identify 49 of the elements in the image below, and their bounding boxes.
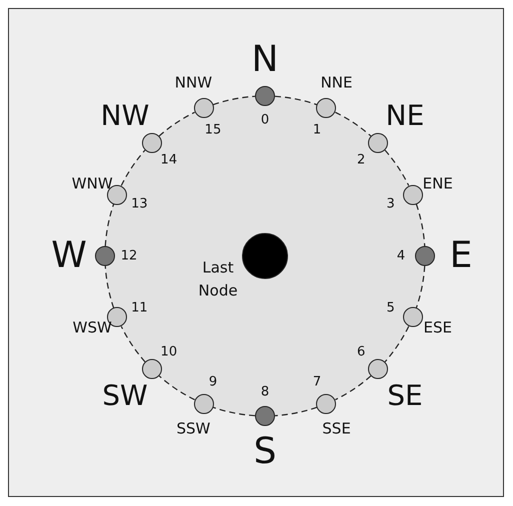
direction-label: W	[51, 238, 87, 274]
direction-label: S	[254, 434, 276, 470]
node-number: 5	[386, 302, 395, 315]
node-number: 11	[131, 302, 148, 315]
dashed-connector	[335, 112, 372, 136]
dashed-connector	[416, 204, 426, 246]
direction-label: NNW	[174, 76, 212, 91]
node-number: 4	[396, 250, 406, 262]
direction-label: SE	[387, 382, 423, 410]
node-number: 9	[208, 375, 218, 388]
dashed-connector	[274, 406, 318, 416]
direction-label: SW	[102, 382, 148, 410]
node-number: 1	[312, 124, 322, 137]
direction-label: NW	[100, 102, 150, 130]
node-number: 8	[260, 386, 270, 398]
direction-label: NNE	[320, 76, 352, 91]
direction-label: SSE	[322, 421, 351, 436]
direction-label: ESE	[424, 320, 452, 336]
dashed-connector	[120, 150, 146, 186]
node-number: 12	[120, 250, 138, 262]
dashed-connector	[104, 266, 114, 308]
dashed-connector	[120, 326, 146, 362]
node-number: 3	[386, 197, 395, 210]
node-number: 0	[260, 114, 270, 126]
dashed-connector	[212, 406, 256, 416]
direction-label: WSW	[72, 320, 112, 336]
dashed-connector	[384, 326, 410, 362]
node-number: 15	[204, 124, 222, 137]
dashed-connector	[158, 112, 195, 136]
node-number: 7	[312, 375, 322, 388]
dashed-connector	[104, 204, 114, 246]
direction-label: N	[252, 42, 278, 78]
dashed-connector	[416, 266, 426, 308]
direction-label: NE	[386, 102, 424, 130]
node-number: 13	[131, 197, 148, 210]
direction-label: SSW	[176, 421, 210, 436]
direction-label: ENE	[422, 176, 453, 192]
dashed-connector	[274, 96, 318, 106]
dashed-connector	[158, 376, 195, 400]
direction-label: E	[450, 238, 472, 274]
node-number: 14	[160, 153, 178, 166]
direction-label: WNW	[72, 176, 113, 192]
node-number: 6	[357, 346, 366, 359]
node-number: 2	[357, 153, 366, 166]
dashed-connector	[212, 96, 256, 106]
dashed-connector	[335, 376, 372, 400]
node-label: Last Node	[197, 258, 239, 301]
node-number: 10	[160, 346, 178, 359]
dashed-connector	[384, 150, 410, 186]
